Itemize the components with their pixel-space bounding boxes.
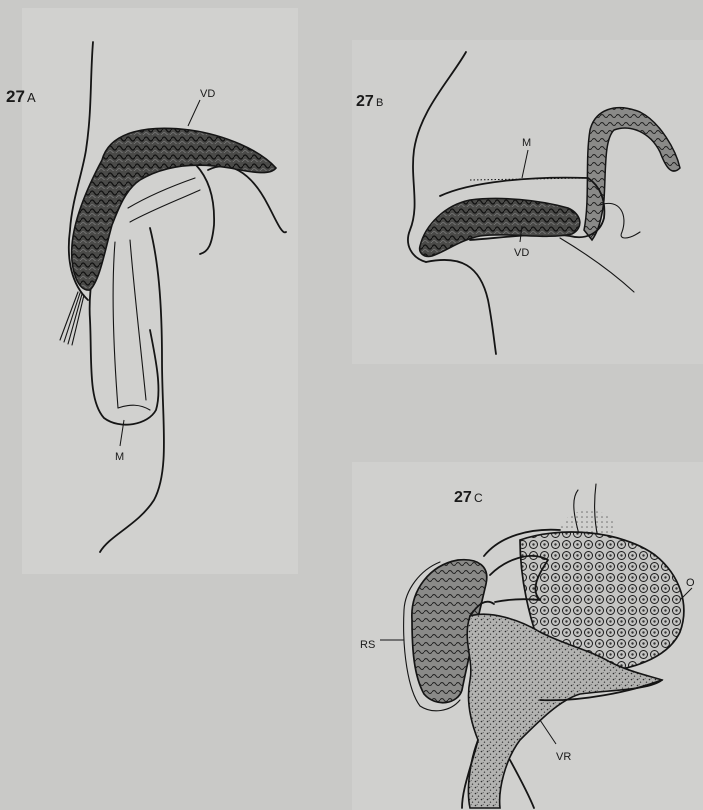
figure-letter: C bbox=[474, 491, 483, 505]
figure-letter: A bbox=[27, 90, 36, 105]
label-vd: VD bbox=[200, 88, 215, 100]
figure-27b-drawing bbox=[408, 52, 680, 354]
label-m: M bbox=[115, 451, 124, 463]
label-o: O bbox=[686, 577, 695, 589]
figure-letter: B bbox=[376, 97, 383, 109]
figure-number: 27 bbox=[356, 93, 374, 110]
figure-number: 27 bbox=[454, 489, 472, 506]
label-vd: VD bbox=[514, 247, 529, 259]
label-rs: RS bbox=[360, 639, 375, 651]
figure-27a-drawing bbox=[60, 42, 286, 552]
figure-27c-drawing bbox=[380, 484, 692, 808]
figure-number: 27 bbox=[6, 87, 25, 106]
label-m: M bbox=[522, 137, 531, 149]
label-vr: VR bbox=[556, 751, 571, 763]
